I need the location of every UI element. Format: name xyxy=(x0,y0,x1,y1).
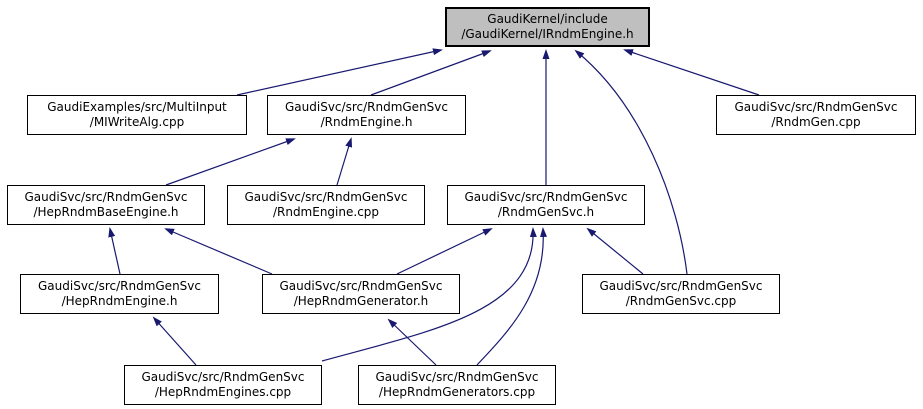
node-label-line2: /MIWriteAlg.cpp xyxy=(89,115,185,129)
edge-rndmgensvc-cpp-to-irndmengine xyxy=(574,49,688,275)
node-heprndmengine-h[interactable]: GaudiSvc/src/RndmGenSvc /HepRndmEngine.h xyxy=(20,274,219,314)
node-rndmgensvc-h[interactable]: GaudiSvc/src/RndmGenSvc /RndmGenSvc.h xyxy=(447,185,645,225)
edge-heprndmgenerators-cpp-to-rndmgensvc-h xyxy=(476,227,547,366)
node-label-line1: GaudiSvc/src/RndmGenSvc xyxy=(375,370,539,384)
edge-rndmgensvc-cpp-to-rndmgensvc-h xyxy=(586,227,644,275)
edge-heprndmbaseengine-to-rndmengine-h xyxy=(165,138,296,186)
node-heprndmgenerators-cpp[interactable]: GaudiSvc/src/RndmGenSvc /HepRndmGenerato… xyxy=(358,365,556,405)
node-irndmengine-h[interactable]: GaudiKernel/include /GaudiKernel/IRndmEn… xyxy=(445,7,650,47)
edge-heprndmengine-h-to-heprndmbaseengine xyxy=(108,227,121,275)
node-label-line1: GaudiSvc/src/RndmGenSvc xyxy=(38,279,201,293)
node-label-line1: GaudiSvc/src/RndmGenSvc xyxy=(141,370,305,384)
node-label-line2: /HepRndmEngines.cpp xyxy=(154,385,292,399)
node-label-line2: /RndmEngine.h xyxy=(320,115,413,129)
edge-heprndmengines-cpp-to-heprndmengine-h xyxy=(152,316,197,366)
node-label-line2: /HepRndmGenerators.cpp xyxy=(378,385,536,399)
node-heprndmbaseengine-h[interactable]: GaudiSvc/src/RndmGenSvc /HepRndmBaseEngi… xyxy=(7,185,205,225)
node-heprndmgenerator-h[interactable]: GaudiSvc/src/RndmGenSvc /HepRndmGenerato… xyxy=(262,274,460,314)
node-label-line2: /RndmGenSvc.h xyxy=(497,205,595,219)
node-label-line1: GaudiSvc/src/RndmGenSvc xyxy=(464,190,628,204)
edge-heprndmgenerator-h-to-heprndmbaseengine xyxy=(164,228,273,275)
edge-rndmengine-h-to-irndmengine xyxy=(370,50,492,96)
node-label-line2: /HepRndmGenerator.h xyxy=(293,294,429,308)
node-label-line2: /RndmGen.cpp xyxy=(771,115,861,129)
node-label-line1: GaudiKernel/include xyxy=(487,12,608,26)
node-label-line2: /RndmGenSvc.cpp xyxy=(625,294,737,308)
edge-heprndmengines-cpp-to-rndmgensvc-h xyxy=(321,227,537,362)
node-rndmengine-h[interactable]: GaudiSvc/src/RndmGenSvc /RndmEngine.h xyxy=(267,95,466,135)
edge-rndmgen-cpp-to-irndmengine xyxy=(623,49,760,96)
node-label-line2: /GaudiKernel/IRndmEngine.h xyxy=(461,27,634,41)
node-label-line1: GaudiSvc/src/RndmGenSvc xyxy=(599,279,763,293)
node-label-line2: /RndmEngine.cpp xyxy=(272,205,380,219)
node-label-line2: /HepRndmEngine.h xyxy=(61,294,178,308)
edge-heprndmgenerator-h-to-rndmgensvc-h xyxy=(396,228,493,275)
node-rndmgensvc-cpp[interactable]: GaudiSvc/src/RndmGenSvc /RndmGenSvc.cpp xyxy=(582,274,780,314)
edge-heprndmgenerators-cpp-to-heprndmgenerator-h xyxy=(387,318,437,366)
node-label-line1: GaudiSvc/src/RndmGenSvc xyxy=(734,100,898,114)
node-miwritealg-cpp[interactable]: GaudiExamples/src/MultiInput /MIWriteAlg… xyxy=(27,95,247,135)
node-label-line1: GaudiSvc/src/RndmGenSvc xyxy=(285,100,448,114)
node-rndmengine-cpp[interactable]: GaudiSvc/src/RndmGenSvc /RndmEngine.cpp xyxy=(227,185,425,225)
edge-miwritealg-to-irndmengine xyxy=(236,48,443,96)
node-label-line1: GaudiSvc/src/RndmGenSvc xyxy=(24,190,188,204)
node-label-line1: GaudiSvc/src/RndmGenSvc xyxy=(279,279,443,293)
node-label-line2: /HepRndmBaseEngine.h xyxy=(33,205,179,219)
node-label-line1: GaudiSvc/src/RndmGenSvc xyxy=(244,190,408,204)
node-label-line1: GaudiExamples/src/MultiInput xyxy=(47,100,227,114)
edge-rndmengine-cpp-to-rndmengine-h xyxy=(336,137,353,186)
node-heprndmengines-cpp[interactable]: GaudiSvc/src/RndmGenSvc /HepRndmEngines.… xyxy=(124,365,322,405)
node-rndmgen-cpp[interactable]: GaudiSvc/src/RndmGenSvc /RndmGen.cpp xyxy=(716,95,916,135)
